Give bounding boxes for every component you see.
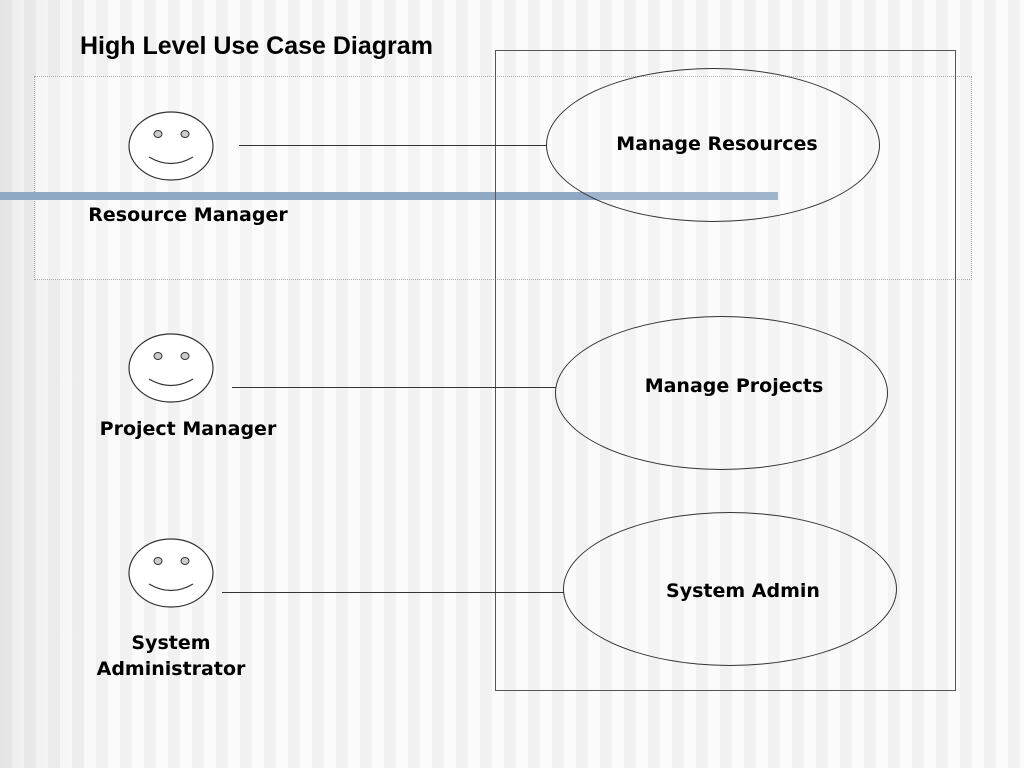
system-administrator-actor-icon (128, 538, 214, 608)
association-line-resources (239, 145, 547, 146)
project-manager-label: Project Manager (99, 418, 277, 440)
use-case-label-manage-resources: Manage Resources (616, 133, 818, 155)
use-case-manage-projects (555, 316, 888, 470)
diagram-title: High Level Use Case Diagram (80, 32, 433, 60)
project-manager-actor-icon (128, 333, 214, 403)
resource-manager-actor-icon (128, 111, 214, 181)
association-line-projects (232, 387, 556, 388)
accent-bar (0, 192, 778, 200)
resource-manager-label: Resource Manager (88, 204, 288, 226)
use-case-label-system-admin: System Admin (666, 580, 820, 602)
system-administrator-label: System Administrator (96, 632, 246, 680)
use-case-label-manage-projects: Manage Projects (644, 375, 824, 397)
use-case-manage-resources (546, 68, 880, 222)
system-boundary (495, 50, 956, 691)
association-line-system-admin (222, 592, 564, 593)
use-case-system-admin (563, 512, 897, 666)
